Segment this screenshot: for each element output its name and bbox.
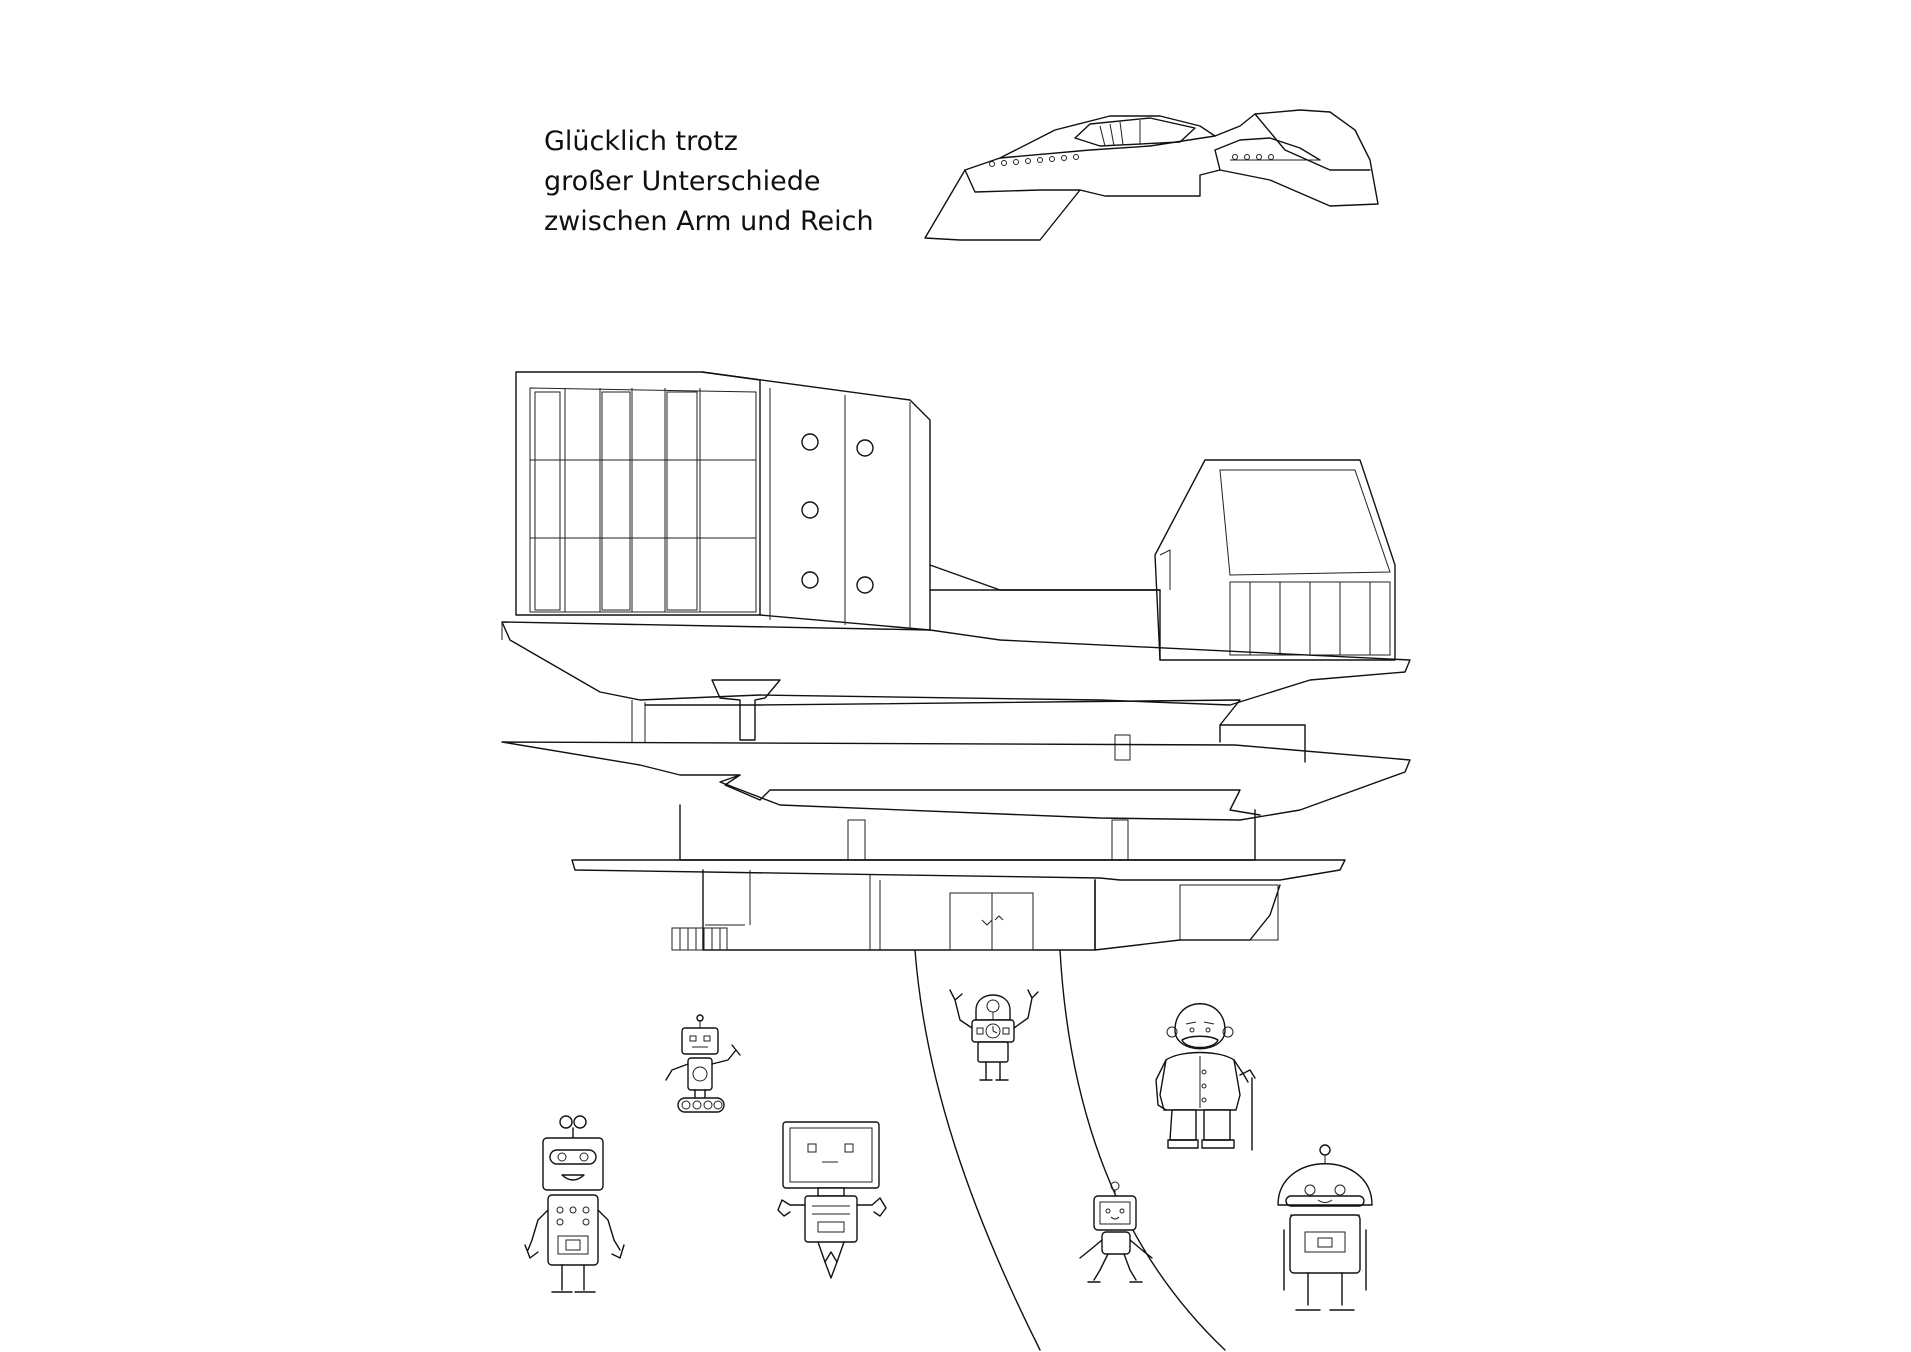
robot-square-head bbox=[1079, 1181, 1153, 1283]
robot-windup bbox=[524, 1115, 625, 1293]
robot-group bbox=[524, 989, 1373, 1311]
spaceship bbox=[924, 109, 1379, 241]
caption-line-1: Glücklich trotz bbox=[544, 126, 738, 157]
floating-building bbox=[501, 371, 1411, 951]
robot-dome bbox=[1277, 1144, 1373, 1311]
caption-line-3: zwischen Arm und Reich bbox=[544, 206, 874, 237]
robot-arms-up bbox=[949, 989, 1039, 1081]
caption-line-2: großer Unterschiede bbox=[544, 166, 821, 197]
robot-tv bbox=[777, 1121, 887, 1279]
robot-tread bbox=[665, 1014, 741, 1113]
road-curves bbox=[914, 949, 1226, 1351]
caption-text: Glücklich trotz großer Unterschiede zwis… bbox=[544, 122, 874, 242]
elderly-man-with-cane bbox=[1155, 1003, 1256, 1151]
